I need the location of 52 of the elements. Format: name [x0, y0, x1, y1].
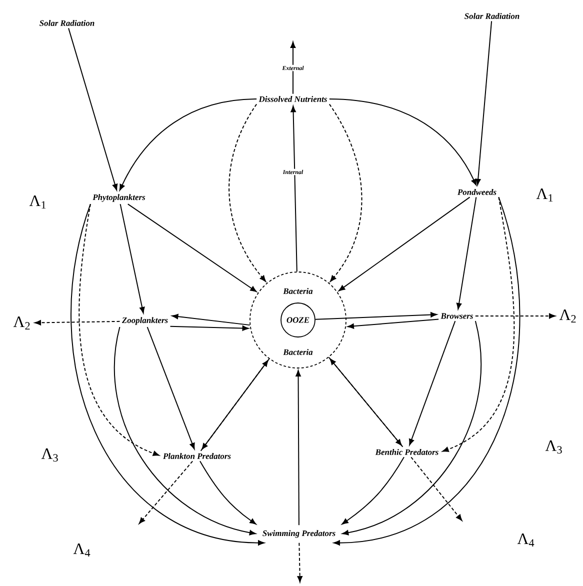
arrow [138, 460, 194, 524]
arrow [338, 196, 470, 292]
arrow [78, 204, 160, 456]
arrow [68, 28, 118, 190]
arrow [290, 106, 298, 272]
level-symbol: Λ$_{2}$ [559, 309, 576, 323]
level-symbol: Λ$_{2}$ [13, 316, 30, 330]
arrow [328, 98, 477, 186]
node-label: Pondweeds [457, 189, 496, 195]
arrow [70, 204, 264, 546]
zone-label: Bacteria [283, 349, 313, 355]
arrow [474, 313, 556, 319]
arrow [342, 456, 404, 524]
level-symbol: Λ$_{3}$ [41, 448, 58, 462]
level-symbol: Λ$_{1}$ [29, 195, 46, 209]
source-label: Solar Radiation [40, 20, 94, 26]
level-symbol: Λ$_{3}$ [545, 440, 562, 454]
arrow [297, 542, 302, 582]
source-label: Solar Radiation [464, 13, 520, 19]
zone-label: Bacteria [283, 288, 313, 294]
arrow [456, 196, 477, 310]
level-symbol: Λ$_{4}$ [73, 543, 90, 557]
arrow [127, 204, 257, 292]
arrow [409, 320, 456, 446]
arrow [200, 460, 256, 524]
node-label: Zooplankters [122, 317, 168, 325]
node-label: Plankton Predators [163, 453, 231, 459]
arrow [410, 456, 462, 521]
arrow [170, 326, 249, 331]
arrow [348, 318, 440, 329]
arrow [146, 326, 195, 450]
arrow [475, 20, 492, 186]
arrow [342, 320, 482, 536]
arrow [119, 98, 258, 191]
node-label: Dissolved Nutrients [258, 96, 327, 102]
arrow [328, 104, 362, 282]
arrow [290, 42, 296, 94]
arrow [114, 326, 256, 536]
arrow [334, 196, 520, 546]
node-label: Benthic Predators [375, 449, 438, 455]
arrow [442, 196, 515, 452]
arrow [228, 104, 266, 282]
level-symbol: Λ$_{4}$ [517, 533, 534, 547]
level-symbol: Λ$_{1}$ [536, 188, 553, 202]
arrow [172, 314, 250, 326]
node-label: Browsers [440, 313, 473, 319]
arrow [120, 204, 145, 314]
arrow [296, 370, 301, 526]
arrow [314, 312, 437, 320]
node-label: Swimming Predators [262, 530, 336, 538]
arrow [34, 320, 120, 326]
node-label: Phytoplankters [92, 194, 146, 202]
